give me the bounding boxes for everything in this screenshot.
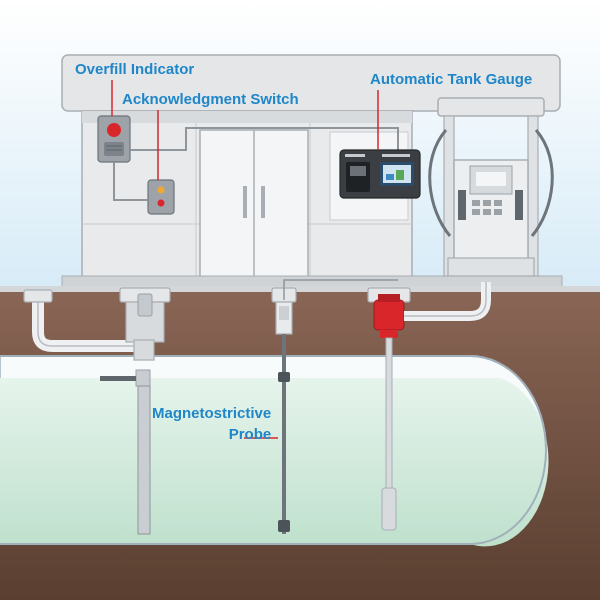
underground-tank: [0, 355, 549, 547]
label-probe-line2: Probe: [228, 426, 272, 443]
switch-wiring: [130, 127, 399, 151]
submersible-pump: [367, 282, 491, 531]
label-magnetostrictive-probe: Magnetostrictive Probe: [152, 406, 271, 448]
label-probe-line1: Magnetostrictive: [152, 405, 272, 422]
alarm-wiring: [113, 162, 148, 201]
overfill-alarm-light-icon: [97, 115, 131, 163]
label-acknowledgment-switch: Acknowledgment Switch: [122, 91, 299, 108]
magnetostrictive-probe: [271, 279, 398, 534]
acknowledgment-switch-icon: [147, 179, 175, 215]
tank-gauge-console-icon: [339, 149, 421, 199]
label-automatic-tank-gauge: Automatic Tank Gauge: [370, 71, 533, 88]
fuel-dispenser-icon: [428, 97, 554, 277]
fill-pipe: [23, 287, 171, 535]
label-overfill-indicator: Overfill Indicator: [75, 61, 195, 78]
